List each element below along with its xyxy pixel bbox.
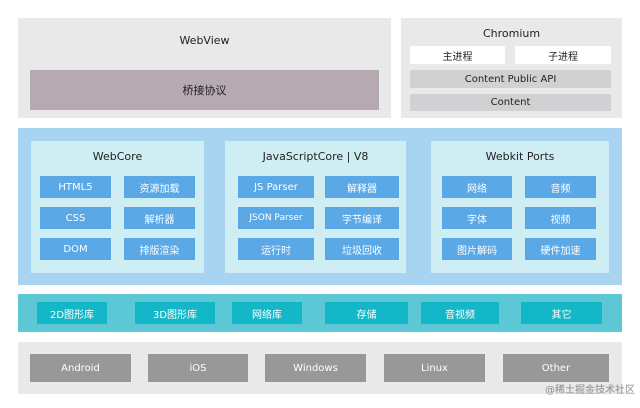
ports-item-image-decode: 图片解码 — [442, 238, 512, 260]
webview-panel: WebView 桥接协议 — [18, 18, 391, 118]
webkit-ports-card: Webkit Ports 网络 音频 字体 视频 图片解码 硬件加速 — [431, 141, 609, 273]
webkit-ports-title: Webkit Ports — [485, 149, 555, 163]
os-layer-panel: Android iOS Windows Linux Other — [18, 342, 622, 394]
content-public-api-box: Content Public API — [410, 70, 611, 88]
os-linux: Linux — [384, 354, 485, 382]
lib-2d-graphics: 2D图形库 — [37, 302, 107, 324]
webcore-item-html5: HTML5 — [40, 176, 111, 198]
ports-item-audio: 音频 — [525, 176, 596, 198]
webview-title: WebView — [179, 33, 230, 47]
jscore-item-js-parser: JS Parser — [238, 176, 314, 198]
os-ios: iOS — [148, 354, 248, 382]
jscore-item-interpreter: 解释器 — [325, 176, 399, 198]
ports-item-video: 视频 — [525, 207, 596, 229]
webcore-item-resource-loading: 资源加载 — [124, 176, 195, 198]
webcore-item-parser: 解析器 — [124, 207, 195, 229]
webcore-title: WebCore — [92, 149, 143, 163]
os-windows: Windows — [265, 354, 366, 382]
webcore-item-dom: DOM — [40, 238, 111, 260]
lib-audio-video: 音视频 — [421, 302, 499, 324]
webcore-item-layout-render: 排版渲染 — [124, 238, 195, 260]
main-process-box: 主进程 — [410, 46, 505, 64]
content-box: Content — [410, 94, 611, 111]
jscore-title: JavaScriptCore | V8 — [262, 149, 369, 163]
bridge-protocol-box: 桥接协议 — [30, 70, 379, 110]
jscore-item-garbage-collection: 垃圾回收 — [325, 238, 399, 260]
jscore-card: JavaScriptCore | V8 JS Parser 解释器 JSON P… — [225, 141, 406, 273]
os-other: Other — [503, 354, 609, 382]
lib-storage: 存储 — [325, 302, 408, 324]
libraries-layer-panel: 2D图形库 3D图形库 网络库 存储 音视频 其它 — [18, 294, 622, 332]
webcore-card: WebCore HTML5 资源加载 CSS 解析器 DOM 排版渲染 — [31, 141, 204, 273]
os-android: Android — [30, 354, 131, 382]
lib-other: 其它 — [521, 302, 602, 324]
ports-item-font: 字体 — [442, 207, 512, 229]
ports-item-hardware-acceleration: 硬件加速 — [525, 238, 596, 260]
webkit-layer-panel: WebCore HTML5 资源加载 CSS 解析器 DOM 排版渲染 Java… — [18, 128, 622, 285]
jscore-item-runtime: 运行时 — [238, 238, 314, 260]
chromium-title: Chromium — [482, 26, 541, 40]
jscore-item-json-parser: JSON Parser — [238, 207, 314, 229]
chromium-panel: Chromium 主进程 子进程 Content Public API Cont… — [401, 18, 622, 118]
webcore-item-css: CSS — [40, 207, 111, 229]
ports-item-network: 网络 — [442, 176, 512, 198]
sub-process-box: 子进程 — [515, 46, 611, 64]
lib-3d-graphics: 3D图形库 — [135, 302, 215, 324]
lib-network: 网络库 — [232, 302, 302, 324]
watermark: @稀土掘金技术社区 — [545, 385, 635, 396]
jscore-item-bytecode-compile: 字节编译 — [325, 207, 399, 229]
